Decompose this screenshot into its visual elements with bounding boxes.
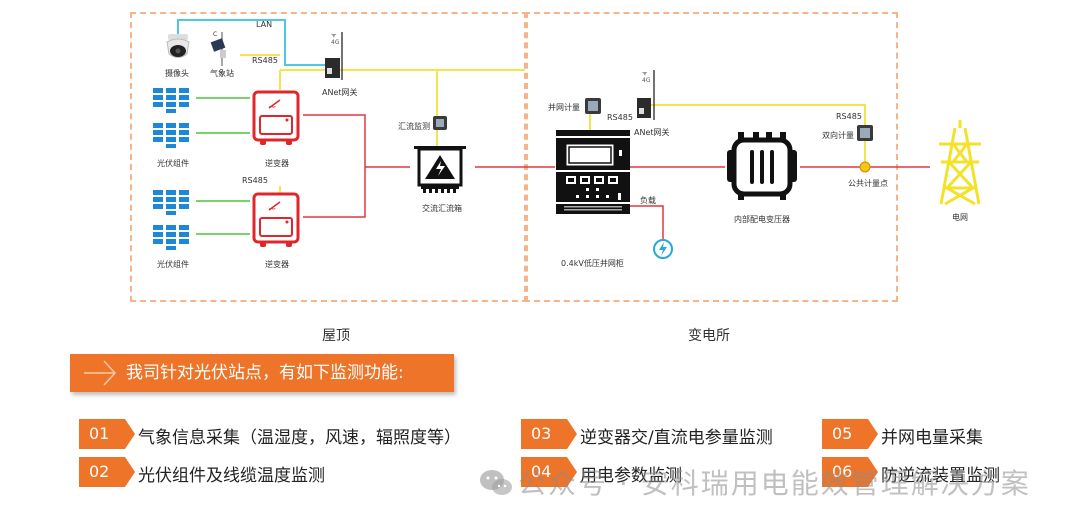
feature-label-06: 防逆流装置监测 xyxy=(881,466,1000,486)
gateway-left-label: ANet网关 xyxy=(322,88,358,97)
transformer-icon xyxy=(727,132,797,200)
banner-text: 我司针对光伏站点，有如下监测功能: xyxy=(126,363,404,383)
feature-badge-06: 06 xyxy=(822,457,880,487)
signal-4g-label: 4G xyxy=(331,39,340,46)
inverter-label-1: 逆变器 xyxy=(265,159,289,168)
weather-station-icon: C xyxy=(210,31,226,66)
feature-number: 05 xyxy=(832,424,853,443)
lan-label: LAN xyxy=(256,20,273,29)
common-metering-point-label: 公共计量点 xyxy=(848,179,888,188)
pv-module-label-1: 光伏组件 xyxy=(157,159,189,168)
lv-cabinet-label: 0.4kV低压并网柜 xyxy=(561,259,624,268)
meter-icon xyxy=(433,116,447,130)
ac-combiner-box-icon xyxy=(414,146,466,193)
inverter-icon: ~ xyxy=(252,192,300,247)
ac-inverter1-line xyxy=(303,114,366,218)
arrow-right-icon xyxy=(84,360,117,386)
svg-text:~: ~ xyxy=(268,102,276,113)
grid-label: 电网 xyxy=(952,213,968,222)
camera-icon xyxy=(166,34,190,58)
meter-icon xyxy=(857,125,873,141)
load-label: 负载 xyxy=(640,196,656,205)
feature-number: 03 xyxy=(531,424,552,443)
meter-icon xyxy=(585,98,601,114)
rs485-label-top: RS485 xyxy=(252,56,278,65)
feature-badge-05: 05 xyxy=(822,419,880,449)
svg-text:~: ~ xyxy=(268,204,276,215)
lan-line xyxy=(177,19,330,66)
camera-label: 摄像头 xyxy=(165,69,189,78)
pv-module-icon xyxy=(153,88,189,148)
common-metering-point-icon xyxy=(859,161,871,173)
wifi-icon: ᯤ xyxy=(331,32,337,39)
gateway-right-icon xyxy=(637,70,655,120)
transformer-label: 内部配电变压器 xyxy=(734,215,790,224)
rs485-label-mid: RS485 xyxy=(242,176,268,185)
feature-number: 01 xyxy=(89,424,110,443)
watermark-text: 公众号 · 安科瑞用电能效管理解决方案 xyxy=(518,467,1031,500)
transmission-tower-icon xyxy=(939,120,981,206)
ac-load-line xyxy=(628,205,664,240)
inverter-icon: ~ xyxy=(252,90,300,145)
weather-station-label: 气象站 xyxy=(210,69,234,78)
substation-zone xyxy=(524,12,898,302)
feature-badge-02: 02 xyxy=(79,457,137,487)
connection-lines xyxy=(177,19,930,240)
feature-label-02: 光伏组件及线缆温度监测 xyxy=(138,466,325,486)
wifi-icon: ᯤ xyxy=(642,70,648,77)
grid-meter-label: 并网计量 xyxy=(548,103,580,112)
svg-text:C: C xyxy=(213,31,217,38)
feature-label-01: 气象信息采集（温湿度，风速，辐照度等） xyxy=(138,428,461,448)
rs485-label-cabinet: RS485 xyxy=(607,113,633,122)
ac-combiner-box-label: 交流汇流箱 xyxy=(422,204,462,213)
combiner-monitor-label: 汇流监测 xyxy=(398,122,430,131)
pv-module-icon xyxy=(153,190,189,250)
feature-number: 06 xyxy=(832,462,853,481)
rs485-label-right: RS485 xyxy=(836,112,862,121)
pv-module-label-2: 光伏组件 xyxy=(157,260,189,269)
signal-4g-label: 4G xyxy=(642,77,651,84)
feature-label-04: 用电参数监测 xyxy=(580,466,682,486)
feature-number: 02 xyxy=(89,462,110,481)
feature-badge-04: 04 xyxy=(521,457,579,487)
feature-badge-01: 01 xyxy=(79,419,137,449)
feature-badge-03: 03 xyxy=(521,419,579,449)
lv-cabinet-icon xyxy=(556,130,630,214)
feature-label-03: 逆变器交/直流电参量监测 xyxy=(580,428,773,448)
bidirectional-meter-label: 双向计量 xyxy=(822,131,854,140)
rooftop-zone xyxy=(130,12,528,302)
monitoring-banner: 我司针对光伏站点，有如下监测功能: xyxy=(70,354,454,392)
feature-label-05: 并网电量采集 xyxy=(881,428,983,448)
wechat-icon xyxy=(480,470,512,495)
gateway-right-label: ANet网关 xyxy=(634,128,670,137)
rs485-substation-line xyxy=(648,104,866,165)
feature-number: 04 xyxy=(531,462,552,481)
substation-title: 变电所 xyxy=(688,328,730,344)
gateway-left-icon xyxy=(325,32,343,80)
rooftop-title: 屋顶 xyxy=(322,328,350,344)
inverter-label-2: 逆变器 xyxy=(265,260,289,269)
load-icon xyxy=(653,239,673,259)
